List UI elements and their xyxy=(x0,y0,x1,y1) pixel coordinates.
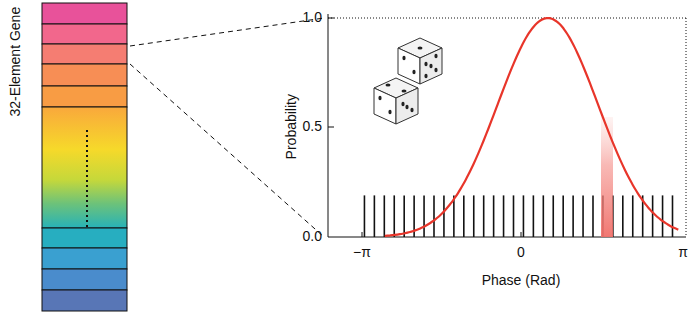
axis-title: 32-Element Gene xyxy=(8,7,23,117)
phase-bar xyxy=(403,195,405,237)
phase-bar xyxy=(423,195,425,237)
phase-bar xyxy=(463,195,465,237)
phase-bar xyxy=(433,195,435,237)
tick-label: 0.5 xyxy=(303,119,322,134)
axis-title: Phase (Rad) xyxy=(482,273,561,288)
ellipsis-dots xyxy=(86,130,88,230)
gene-bar xyxy=(42,3,127,311)
phase-bar xyxy=(543,195,545,237)
phase-bar xyxy=(393,195,395,237)
phase-bar xyxy=(374,195,376,237)
phase-bar xyxy=(473,195,475,237)
phase-bar xyxy=(592,195,594,237)
tick-label: −π xyxy=(353,245,371,260)
phase-bar xyxy=(384,195,386,237)
tick-label: 1.0 xyxy=(303,10,322,25)
tick-label: 0.0 xyxy=(303,229,322,244)
phase-bar xyxy=(483,195,485,237)
phase-bar xyxy=(513,195,515,237)
tick-label: π xyxy=(678,245,688,260)
zoom-line xyxy=(130,64,324,237)
phase-bar xyxy=(493,195,495,237)
phase-bar xyxy=(622,195,624,237)
tick-label: 0 xyxy=(517,245,525,260)
phase-bar xyxy=(662,195,664,237)
phase-bar xyxy=(652,195,654,237)
probability-curve xyxy=(385,18,679,236)
dice-icon xyxy=(374,38,442,124)
zoom-line xyxy=(130,18,324,46)
selected-bar xyxy=(601,117,613,237)
phase-bar xyxy=(562,195,564,237)
plot-frame xyxy=(328,14,686,237)
phase-bar xyxy=(632,195,634,237)
phase-bar xyxy=(582,195,584,237)
phase-bar xyxy=(364,195,366,237)
phase-bar xyxy=(672,195,674,237)
phase-bar xyxy=(523,195,525,237)
phase-bar xyxy=(443,195,445,237)
phase-bar xyxy=(533,195,535,237)
phase-bar xyxy=(503,195,505,237)
phase-bar xyxy=(552,195,554,237)
axis-title: Probability xyxy=(284,94,299,159)
phase-bar xyxy=(572,195,574,237)
